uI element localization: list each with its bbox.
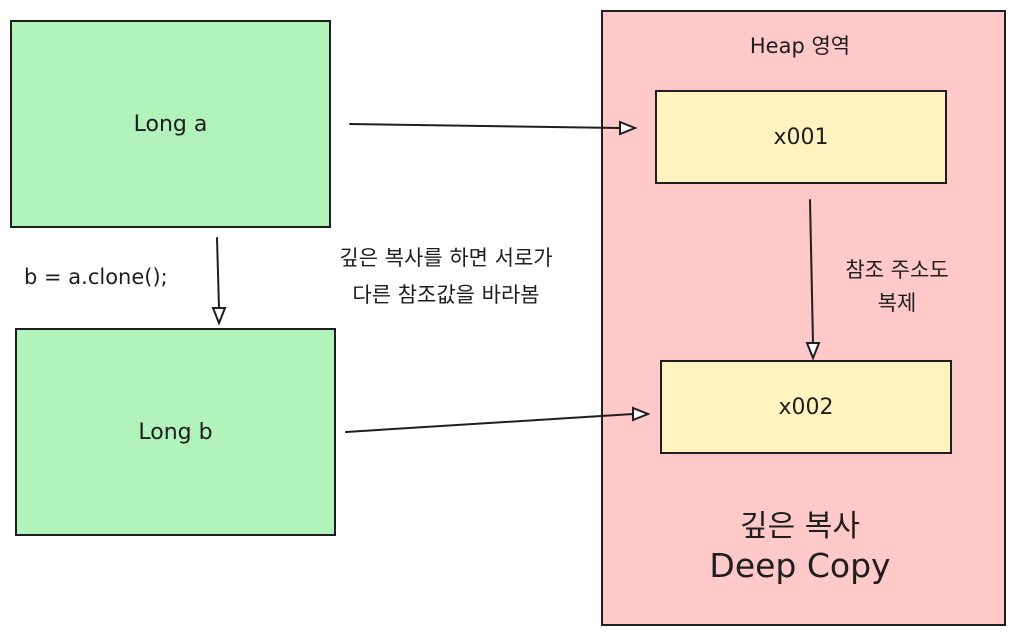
arrow-a-to-x001-head [619, 120, 638, 136]
copy-note-line2: 복제 [877, 291, 917, 315]
arrow-b-to-x002 [345, 413, 634, 433]
deep-copy-caption-ko: 깊은 복사 [740, 509, 860, 544]
explanation-line2: 다른 참조값을 바라봄 [352, 283, 540, 307]
explanation-line1: 깊은 복사를 하면 서로가 [339, 246, 553, 270]
address-x002-label: x002 [778, 394, 834, 420]
arrow-x001-to-x002-head [805, 342, 821, 361]
clone-code-label: b = a.clone(); [24, 265, 168, 289]
variable-a-label: Long a [133, 111, 208, 137]
arrow-x001-to-x002 [809, 199, 814, 344]
copy-note-line1: 참조 주소도 [845, 258, 949, 282]
variable-b-label: Long b [138, 419, 213, 445]
arrow-clone-a-to-b [216, 237, 220, 309]
deep-copy-caption-en: Deep Copy [709, 546, 891, 585]
address-x001-label: x001 [773, 124, 829, 150]
arrow-a-to-x001 [349, 123, 621, 129]
address-box-x001: x001 [655, 90, 947, 184]
heap-title: Heap 영역 [749, 34, 851, 58]
address-box-x002: x002 [660, 360, 952, 454]
variable-box-a: Long a [10, 20, 331, 228]
arrow-b-to-x002-head [632, 406, 651, 422]
arrow-clone-a-to-b-head [211, 307, 227, 326]
variable-box-b: Long b [15, 328, 336, 536]
